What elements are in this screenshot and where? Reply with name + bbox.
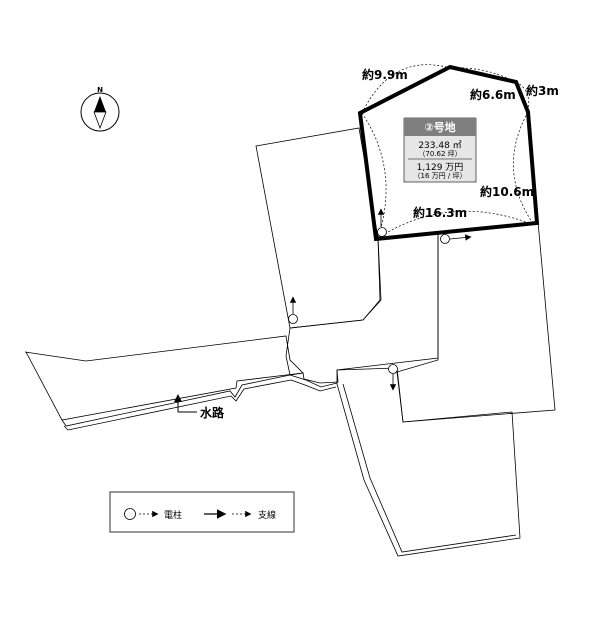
lot-price: 1,129 万円 <box>417 162 464 173</box>
north-compass-icon: N <box>80 86 120 132</box>
north-label: N <box>97 86 103 94</box>
parcel-south-inner <box>342 383 517 553</box>
utility-pole <box>388 364 398 374</box>
dim-bottom: 約16.3m <box>413 205 467 220</box>
parcel-west-road <box>24 335 304 421</box>
waterway-line-inner <box>63 379 337 431</box>
legend: 電柱 支線 <box>109 491 295 533</box>
dim-top-right: 約3m <box>526 83 559 98</box>
utility-pole <box>288 314 298 324</box>
lot-area: 233.48 ㎡ <box>418 140 461 151</box>
dim-top-mid: 約6.6m <box>470 87 516 102</box>
utility-poles <box>288 208 472 391</box>
waterway-line <box>61 374 338 427</box>
dim-right: 約10.6m <box>480 184 534 199</box>
waterway-pointer: 水路 <box>174 394 225 420</box>
parcel-west <box>285 232 439 384</box>
target-lot-outline <box>357 64 540 242</box>
parcel-south <box>336 367 521 557</box>
lot-title: ②号地 <box>424 120 455 134</box>
utility-pole <box>440 234 450 244</box>
parcel-center <box>255 127 382 329</box>
legend-pole-icon <box>124 508 136 520</box>
lot-price-per-tsubo: （16 万円 / 坪） <box>414 172 467 180</box>
parcel-east <box>396 221 556 423</box>
dimension-labels: 約9.9m 約6.6m 約3m 約10.6m 約16.3m <box>362 67 559 220</box>
lot-area-tsubo: （70.62 坪） <box>418 150 461 158</box>
waterway-label: 水路 <box>200 405 225 420</box>
utility-pole <box>377 227 387 237</box>
lot-info-box: ②号地 233.48 ㎡ （70.62 坪） 1,129 万円 （16 万円 /… <box>403 117 477 183</box>
legend-guy-wire-label: 支線 <box>258 509 276 521</box>
dim-top-left: 約9.9m <box>362 67 408 82</box>
guy-wire <box>449 234 472 241</box>
legend-pole-label: 電柱 <box>164 509 182 521</box>
